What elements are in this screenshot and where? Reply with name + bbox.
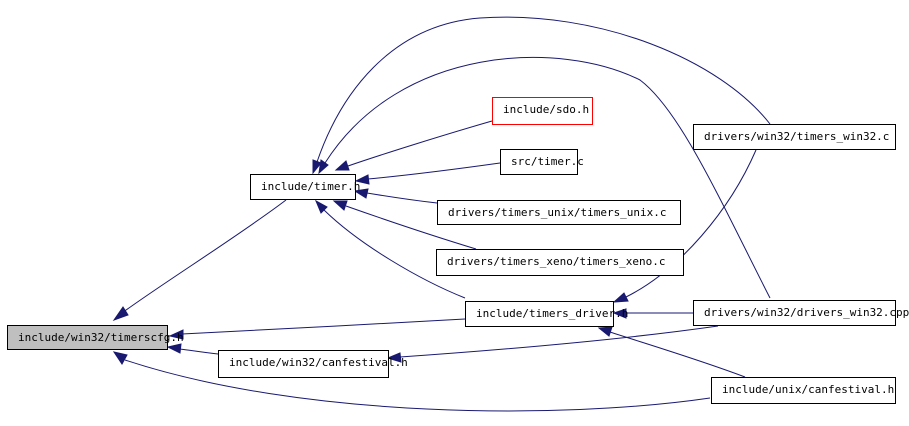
edge-drivers-win32-to-timer-h <box>324 56 771 299</box>
arrowhead <box>312 159 322 175</box>
arrowhead <box>612 292 629 303</box>
arrowhead <box>334 160 350 171</box>
edge-canfestival-unix-to-timerscfg <box>124 359 711 412</box>
node-drivers-win32-cpp[interactable]: drivers/win32/drivers_win32.cpp <box>693 300 909 326</box>
edge-canfestival-unix-to-timers-driver <box>609 331 746 378</box>
node-timer-h[interactable]: include/timer.h <box>250 174 360 200</box>
edges <box>112 16 771 412</box>
arrowhead <box>354 174 370 185</box>
node-canfestival-win32-h[interactable]: include/win32/canfestival.h <box>218 350 408 378</box>
arrowhead <box>112 306 129 321</box>
arrowhead <box>597 326 613 337</box>
node-timerscfg-h: include/win32/timerscfg.h <box>7 325 184 350</box>
arrowhead <box>318 159 329 175</box>
node-timer-c[interactable]: src/timer.c <box>500 149 584 175</box>
edge-timers-xeno-to-timer-h <box>345 205 477 250</box>
edge-timer-h-to-timerscfg <box>121 199 287 314</box>
arrowhead <box>332 200 348 211</box>
edge-drivers-win32-to-canfestival-win32 <box>399 325 719 358</box>
node-timers-driver-h[interactable]: include/timers_driver.h <box>465 301 628 327</box>
edge-timers-win32-to-timer-h <box>316 16 771 163</box>
edge-timers-unix-to-timer-h <box>366 192 438 204</box>
arrowhead <box>353 188 369 199</box>
arrowhead <box>168 329 184 340</box>
arrowhead <box>112 351 128 365</box>
arrowhead <box>314 199 328 214</box>
node-timers-xeno-c[interactable]: drivers/timers_xeno/timers_xeno.c <box>436 249 684 276</box>
edge-timers-driver-to-timer-h <box>323 209 466 299</box>
node-timers-unix-c[interactable]: drivers/timers_unix/timers_unix.c <box>437 200 681 225</box>
edge-sdo-to-timer-h <box>347 120 493 167</box>
edge-timer-c-to-timer-h <box>367 162 501 180</box>
edge-timers-win32-to-timers-driver <box>625 149 757 298</box>
node-sdo-h[interactable]: include/sdo.h <box>492 97 593 125</box>
arrowhead <box>386 352 402 363</box>
edge-canfestival-win32-to-timerscfg <box>179 348 219 355</box>
node-canfestival-unix-h[interactable]: include/unix/canfestival.h <box>711 377 896 404</box>
arrowhead <box>612 308 627 319</box>
edge-timers-driver-to-timerscfg <box>181 318 466 335</box>
arrowhead <box>166 343 182 354</box>
node-timers-win32-c[interactable]: drivers/win32/timers_win32.c <box>693 124 896 150</box>
